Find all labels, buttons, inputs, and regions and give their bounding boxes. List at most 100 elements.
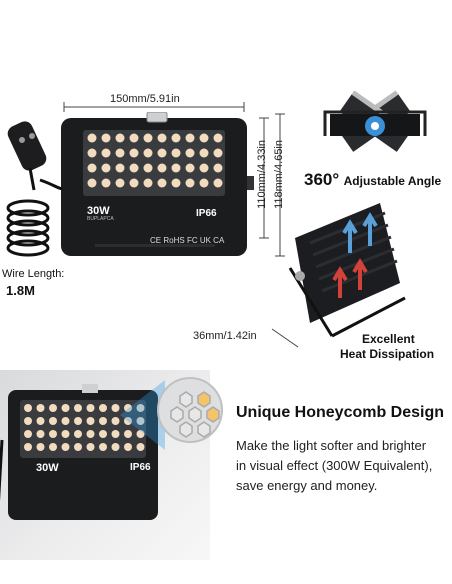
- led-dot: [129, 163, 139, 173]
- honeycomb-description-2: in visual effect (300W Equivalent),: [236, 458, 433, 473]
- led-dot: [24, 404, 32, 412]
- led-dot: [24, 417, 32, 425]
- led-dot: [157, 163, 167, 173]
- ce-mark: CE: [150, 236, 162, 245]
- wire-caption: Wire Length:: [2, 268, 65, 280]
- led-dot: [101, 148, 111, 158]
- led-dot: [124, 404, 132, 412]
- honeycomb-floodlight-image: [0, 377, 223, 520]
- led-dot: [199, 148, 209, 158]
- led-dot: [87, 163, 97, 173]
- plug-and-cable-image: [6, 121, 64, 257]
- led-dot: [157, 133, 167, 143]
- led-dot: [185, 148, 195, 158]
- heat-dissipation-image: [288, 203, 406, 338]
- led-dot: [86, 417, 95, 425]
- led-dot: [185, 133, 195, 143]
- led-dot: [99, 404, 107, 412]
- led-dot: [143, 148, 153, 158]
- led-dot: [136, 404, 145, 412]
- fc-mark: FC: [186, 236, 198, 245]
- wire-length: 1.8M: [6, 283, 35, 298]
- led-dot: [115, 148, 125, 158]
- led-dot: [115, 178, 125, 188]
- led-dot: [36, 430, 45, 438]
- led-dot: [24, 443, 32, 451]
- led-dot: [111, 430, 120, 438]
- led-dot: [99, 430, 107, 438]
- led-dot: [36, 443, 45, 451]
- led-dot: [171, 163, 181, 173]
- led-dot: [136, 417, 145, 425]
- led-dot: [143, 163, 153, 173]
- led-dot: [171, 178, 181, 188]
- led-dot: [49, 430, 57, 438]
- rohs-mark: RoHS: [163, 236, 185, 245]
- front-cert-marks: CE RoHS FC UK CA: [150, 236, 224, 245]
- led-dot: [129, 133, 139, 143]
- led-dot: [86, 430, 95, 438]
- led-dot: [143, 178, 153, 188]
- front-ip-rating: IP66: [196, 208, 217, 219]
- front-wattage: 30W: [87, 205, 110, 217]
- led-dot: [136, 430, 145, 438]
- floodlight-front-image: [61, 112, 254, 256]
- led-dot: [185, 178, 195, 188]
- adjustable-angle-image: [323, 90, 427, 152]
- width-dimension-line: [63, 102, 245, 112]
- led-dot: [86, 404, 95, 412]
- led-dot: [199, 133, 209, 143]
- honeycomb-title: Unique Honeycomb Design: [236, 404, 445, 421]
- led-dot: [157, 178, 167, 188]
- angle-label: Adjustable Angle: [343, 174, 442, 188]
- honeycomb-wattage: 30W: [36, 462, 59, 474]
- led-dot: [49, 417, 57, 425]
- led-dot: [111, 404, 120, 412]
- led-dot: [213, 148, 223, 158]
- led-dot: [86, 443, 95, 451]
- led-dot: [115, 133, 125, 143]
- led-dot: [61, 430, 70, 438]
- led-dot: [61, 443, 70, 451]
- led-dot: [185, 163, 195, 173]
- led-dot: [24, 430, 32, 438]
- led-dot: [74, 443, 82, 451]
- led-dot: [124, 417, 132, 425]
- led-dot: [36, 404, 45, 412]
- width-label: 150mm/5.91in: [110, 93, 180, 105]
- led-dot: [61, 404, 70, 412]
- heat-arrows: [332, 212, 378, 298]
- led-dot: [213, 178, 223, 188]
- led-dot: [36, 417, 45, 425]
- led-dot: [171, 148, 181, 158]
- heat-line-2: Heat Dissipation: [340, 347, 435, 361]
- honeycomb-description-3: save energy and money.: [236, 478, 378, 493]
- led-dot: [101, 133, 111, 143]
- depth-label: 36mm/1.42in: [193, 330, 257, 342]
- height-dimension-lines: [259, 113, 285, 257]
- led-dot: [129, 148, 139, 158]
- led-dot: [74, 430, 82, 438]
- led-dot: [111, 443, 120, 451]
- led-dot: [171, 133, 181, 143]
- ukca-mark: UK CA: [199, 236, 225, 245]
- led-dot: [111, 417, 120, 425]
- led-dot: [99, 443, 107, 451]
- led-dot: [124, 430, 132, 438]
- depth-dimension-line: [271, 328, 299, 348]
- led-dot: [129, 178, 139, 188]
- heat-line-1: Excellent: [362, 332, 415, 346]
- angle-caption: 360° Adjustable Angle: [304, 170, 441, 190]
- led-dot: [87, 178, 97, 188]
- led-dot: [87, 148, 97, 158]
- led-dot: [99, 417, 107, 425]
- led-dot: [213, 163, 223, 173]
- led-dot: [124, 443, 132, 451]
- led-dot: [101, 178, 111, 188]
- led-dot: [115, 163, 125, 173]
- honeycomb-ip-rating: IP66: [130, 462, 151, 473]
- led-dot: [74, 404, 82, 412]
- led-dot: [213, 133, 223, 143]
- led-dot: [199, 163, 209, 173]
- front-wattage-sub: BUPLAPCA: [87, 216, 114, 222]
